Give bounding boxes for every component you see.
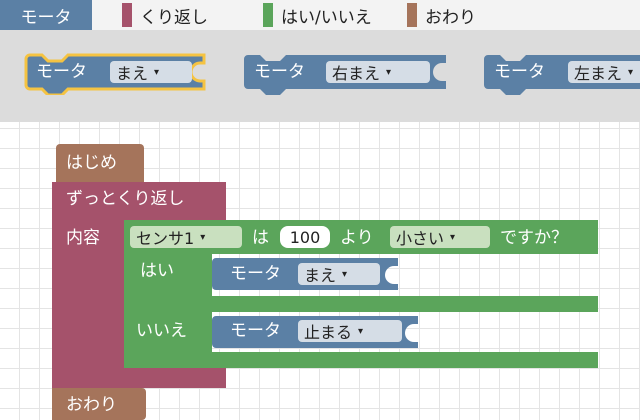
yesno-swatch (263, 3, 273, 27)
compare-operator-dropdown[interactable]: 小さい ▾ (390, 226, 490, 248)
yes-motor-dropdown[interactable]: まえ ▾ (298, 263, 380, 285)
flyout-motor-right-block[interactable]: モータ 右まえ ▾ (240, 49, 450, 95)
repeat-block-label[interactable]: ずっとくり返し (66, 189, 185, 209)
dropdown-arrow-icon: ▾ (154, 66, 160, 78)
tab-end[interactable]: おわり (407, 0, 476, 30)
flyout-block-2-label: モータ (254, 62, 305, 82)
repeat-block-shape (52, 182, 226, 388)
sensor-value: センサ1 (136, 229, 195, 248)
no-motor-label[interactable]: モータ (230, 321, 281, 341)
condition-question-label: ですか？ (500, 228, 568, 248)
yes-motor-label[interactable]: モータ (230, 264, 281, 284)
start-block-shape (56, 144, 144, 182)
dropdown-arrow-icon: ▾ (628, 66, 634, 78)
flyout-block-3-dropdown[interactable]: 左まえ ▾ (568, 61, 640, 83)
yes-branch-label: はい (140, 261, 174, 281)
no-motor-dropdown[interactable]: 止まる ▾ (298, 320, 402, 342)
dropdown-arrow-icon: ▾ (450, 231, 456, 243)
threshold-value: 100 (289, 227, 321, 247)
flyout-block-1-label: モータ (36, 62, 87, 82)
condition-than-label: より (340, 228, 374, 248)
end-block-label[interactable]: おわり (66, 395, 117, 415)
repeat-swatch (122, 3, 132, 27)
flyout-block-2-value: 右まえ (332, 64, 381, 83)
tab-repeat[interactable]: くり返し (122, 0, 208, 30)
repeat-body-label: 内容 (66, 228, 100, 248)
dropdown-arrow-icon: ▾ (386, 66, 392, 78)
tab-end-label: おわり (425, 7, 476, 28)
flyout-block-3-value: 左まえ (574, 64, 623, 83)
threshold-input[interactable]: 100 (280, 226, 330, 248)
dropdown-arrow-icon: ▾ (200, 231, 206, 243)
flyout-block-3-label: モータ (494, 62, 545, 82)
end-block-shape (52, 388, 146, 420)
category-tabs: モータ くり返し はい/いいえ おわり (0, 0, 640, 30)
tab-yesno[interactable]: はい/いいえ (263, 0, 372, 30)
flyout-motor-left-block[interactable]: モータ 左まえ ▾ (480, 49, 640, 95)
start-block-label[interactable]: はじめ (66, 153, 117, 173)
flyout-block-1-dropdown[interactable]: まえ ▾ (110, 61, 192, 83)
tab-motor-label: モータ (20, 7, 72, 28)
sensor-dropdown[interactable]: センサ1 ▾ (130, 226, 242, 248)
compare-operator-value: 小さい (396, 229, 445, 248)
condition-is-label: は (252, 228, 269, 248)
no-motor-value: 止まる (304, 323, 353, 342)
block-flyout: モータ まえ ▾ モータ 右まえ ▾ モータ 左まえ ▾ (0, 30, 640, 122)
no-branch-label: いいえ (136, 321, 187, 341)
flyout-motor-forward-block[interactable]: モータ まえ ▾ (22, 49, 212, 95)
flyout-block-2-dropdown[interactable]: 右まえ ▾ (326, 61, 430, 83)
end-swatch (407, 3, 417, 27)
dropdown-arrow-icon: ▾ (358, 325, 364, 337)
flyout-block-1-value: まえ (116, 64, 149, 83)
tab-yesno-label: はい/いいえ (281, 7, 372, 28)
tab-motor[interactable]: モータ (0, 0, 92, 30)
yes-motor-value: まえ (304, 266, 337, 285)
tab-repeat-label: くり返し (140, 7, 208, 28)
dropdown-arrow-icon: ▾ (342, 268, 348, 280)
